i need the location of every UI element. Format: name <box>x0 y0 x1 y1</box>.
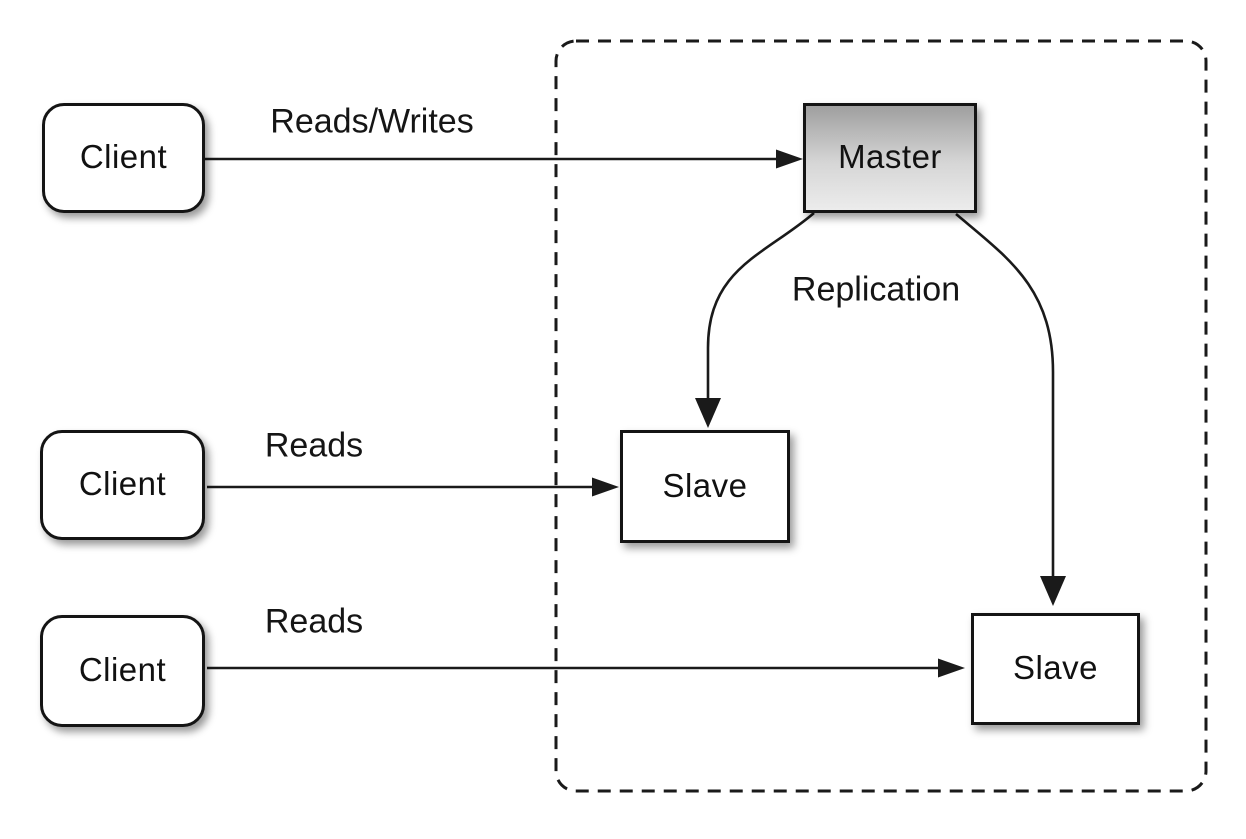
edge-master-slave1-curve <box>706 212 815 401</box>
edge-label-reads-slave1: Reads <box>264 426 364 465</box>
node-slave-1: Slave <box>620 430 790 543</box>
node-client-2-label: Client <box>78 465 167 502</box>
node-client-3: Client <box>40 615 205 727</box>
edge-client2-slave1-arrowhead <box>592 477 619 497</box>
node-master: Master <box>803 103 977 213</box>
node-slave-2: Slave <box>971 613 1140 725</box>
node-slave-2-label: Slave <box>1012 649 1099 686</box>
node-client-2: Client <box>40 430 205 540</box>
node-client-1-label: Client <box>79 138 168 175</box>
node-master-label: Master <box>838 138 942 175</box>
node-client-1: Client <box>42 103 205 213</box>
edge-master-slave2-arrowhead <box>1040 576 1066 606</box>
edge-label-replication: Replication <box>791 270 961 309</box>
edge-label-reads-slave2: Reads <box>264 602 364 641</box>
cluster-dashed-border <box>554 39 1208 793</box>
node-client-3-label: Client <box>78 651 167 688</box>
edge-label-reads-writes: Reads/Writes <box>270 102 474 141</box>
node-slave-1-label: Slave <box>662 466 748 504</box>
edge-master-slave2-curve <box>955 213 1055 579</box>
edge-client1-master-arrowhead <box>776 149 803 169</box>
edge-master-slave1-arrowhead <box>695 398 721 428</box>
edge-client3-slave2-arrowhead <box>938 658 965 678</box>
